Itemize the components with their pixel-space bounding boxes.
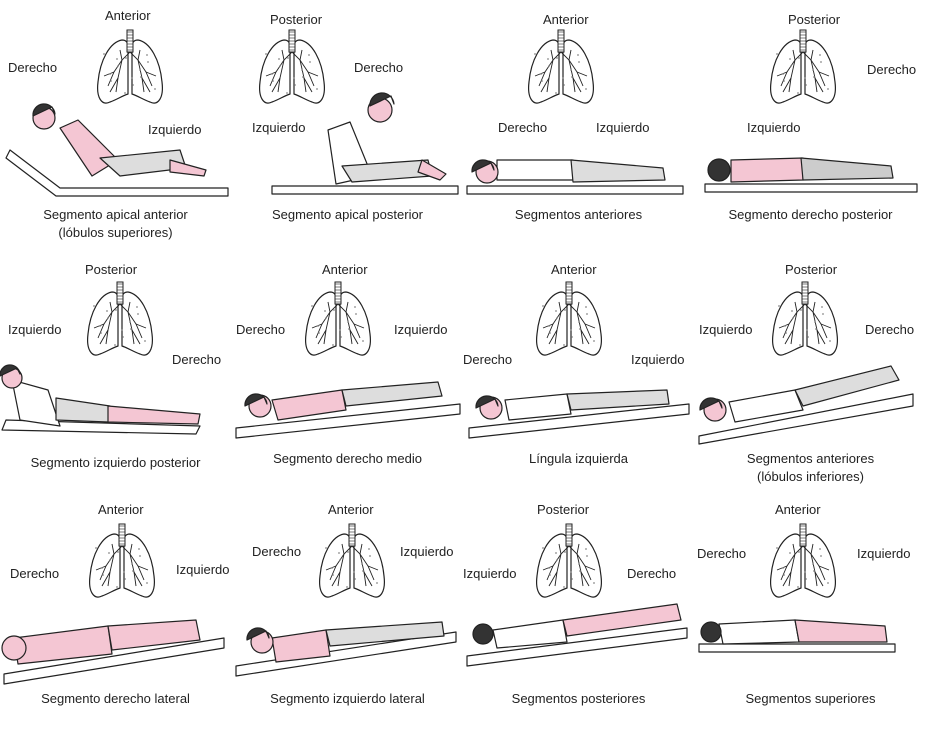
segment-caption: Segmento derecho medio bbox=[232, 450, 463, 468]
side-label-right: Derecho bbox=[627, 566, 676, 581]
lungs-icon bbox=[260, 30, 325, 103]
side-label-left: Izquierdo bbox=[463, 566, 516, 581]
side-label-left: Izquierdo bbox=[252, 120, 305, 135]
patient-figure bbox=[467, 604, 687, 666]
lungs-icon bbox=[771, 524, 836, 597]
side-label-right: Izquierdo bbox=[631, 352, 684, 367]
side-label-left: Izquierdo bbox=[699, 322, 752, 337]
lungs-icon bbox=[773, 282, 838, 355]
segment-caption: Segmento derecho posterior bbox=[695, 206, 926, 224]
patient-figure bbox=[236, 382, 460, 438]
side-label-left: Derecho bbox=[236, 322, 285, 337]
segment-caption: Segmento izquierdo posterior bbox=[0, 454, 231, 472]
segment-caption: Língula izquierda bbox=[463, 450, 694, 468]
view-label: Anterior bbox=[105, 8, 151, 23]
segment-caption: Segmentos superiores bbox=[695, 690, 926, 708]
patient-figure bbox=[6, 104, 228, 196]
side-label-right: Derecho bbox=[172, 352, 221, 367]
patient-figure bbox=[0, 365, 200, 434]
view-label: Anterior bbox=[322, 262, 368, 277]
lungs-icon bbox=[529, 30, 594, 103]
patient-figure bbox=[467, 160, 683, 194]
patient-figure bbox=[705, 158, 917, 192]
view-label: Anterior bbox=[543, 12, 589, 27]
side-label-right: Izquierdo bbox=[176, 562, 229, 577]
side-label-left: Derecho bbox=[8, 60, 57, 75]
segment-caption: Segmento derecho lateral bbox=[0, 690, 231, 708]
segment-caption-sub: (lóbulos superiores) bbox=[0, 224, 231, 242]
side-label-right: Derecho bbox=[867, 62, 916, 77]
segment-caption-sub: (lóbulos inferiores) bbox=[695, 468, 926, 486]
view-label: Posterior bbox=[537, 502, 589, 517]
view-label: Posterior bbox=[788, 12, 840, 27]
panel-illustration bbox=[0, 250, 231, 488]
segment-caption: Segmentos anteriores bbox=[463, 206, 694, 224]
view-label: Anterior bbox=[551, 262, 597, 277]
view-label: Posterior bbox=[85, 262, 137, 277]
patient-figure bbox=[236, 622, 456, 676]
segment-caption: Segmento apical posterior bbox=[232, 206, 463, 224]
side-label-right: Izquierdo bbox=[148, 122, 201, 137]
side-label-right: Izquierdo bbox=[394, 322, 447, 337]
side-label-right: Izquierdo bbox=[596, 120, 649, 135]
side-label-left: Derecho bbox=[10, 566, 59, 581]
lungs-icon bbox=[537, 524, 602, 597]
side-label-left: Derecho bbox=[252, 544, 301, 559]
side-label-left: Izquierdo bbox=[747, 120, 800, 135]
lungs-icon bbox=[537, 282, 602, 355]
patient-figure bbox=[272, 93, 458, 194]
segment-caption: Segmentos anteriores bbox=[695, 450, 926, 468]
segment-caption: Segmentos posteriores bbox=[463, 690, 694, 708]
side-label-left: Derecho bbox=[498, 120, 547, 135]
side-label-right: Izquierdo bbox=[400, 544, 453, 559]
side-label-left: Izquierdo bbox=[8, 322, 61, 337]
lungs-icon bbox=[98, 30, 163, 103]
view-label: Anterior bbox=[328, 502, 374, 517]
panel-illustration bbox=[695, 0, 926, 238]
side-label-left: Derecho bbox=[697, 546, 746, 561]
panel-illustration bbox=[232, 0, 463, 238]
lungs-icon bbox=[306, 282, 371, 355]
view-label: Anterior bbox=[98, 502, 144, 517]
side-label-right: Derecho bbox=[865, 322, 914, 337]
segment-caption: Segmento apical anterior bbox=[0, 206, 231, 224]
side-label-right: Derecho bbox=[354, 60, 403, 75]
patient-figure bbox=[2, 620, 224, 684]
panel-illustration bbox=[463, 0, 694, 238]
patient-figure bbox=[699, 366, 913, 444]
view-label: Anterior bbox=[775, 502, 821, 517]
segment-caption: Segmento izquierdo lateral bbox=[232, 690, 463, 708]
lungs-icon bbox=[90, 524, 155, 597]
panel-illustration bbox=[0, 0, 231, 238]
side-label-right: Izquierdo bbox=[857, 546, 910, 561]
lungs-icon bbox=[320, 524, 385, 597]
lungs-icon bbox=[771, 30, 836, 103]
view-label: Posterior bbox=[785, 262, 837, 277]
view-label: Posterior bbox=[270, 12, 322, 27]
side-label-left: Derecho bbox=[463, 352, 512, 367]
patient-figure bbox=[469, 390, 689, 438]
patient-figure bbox=[699, 620, 895, 652]
lungs-icon bbox=[88, 282, 153, 355]
